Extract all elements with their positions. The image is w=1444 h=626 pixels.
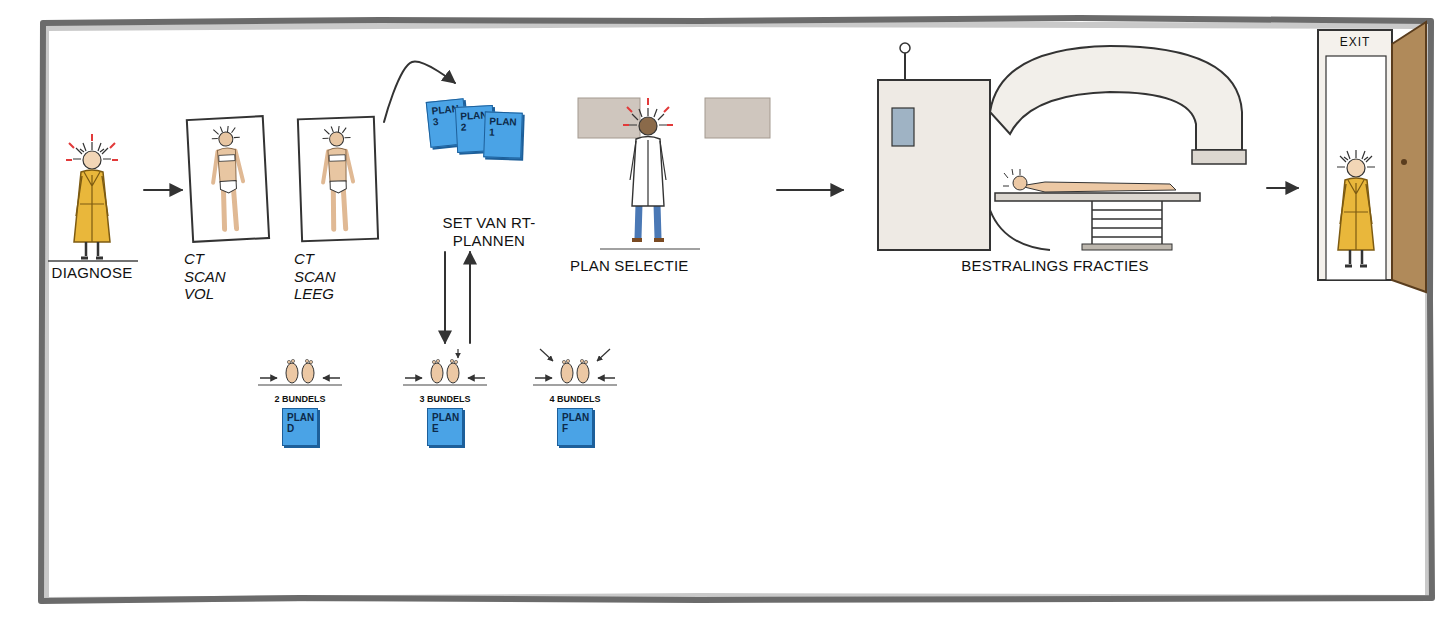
- plan-selection-figure-part: [629, 108, 667, 240]
- plan-selection-step: PLAN SELECTIE: [560, 80, 775, 275]
- treatment-machine-part: [1013, 176, 1027, 190]
- hand-drawn-frame-part: [41, 18, 1432, 601]
- beam-setup-3-part: [457, 349, 458, 358]
- ct-scan-full-part: [187, 116, 269, 242]
- plan-booklet: PLAN F: [557, 408, 593, 446]
- ct-scan-empty: [298, 117, 378, 242]
- plan-booklet: PLAN D: [282, 408, 318, 446]
- patient-step: DIAGNOSE: [42, 140, 142, 282]
- beam-plan: 4 BUNDELS PLAN F: [530, 345, 620, 455]
- exit-door-part: [1337, 150, 1375, 266]
- ct-scan-step: CT SCAN LEEG: [294, 112, 382, 302]
- beam-setup-3-part: [403, 384, 487, 385]
- step-label: BESTRALINGS FRACTIES: [961, 257, 1148, 275]
- beam-plan: 3 BUNDELS PLAN E: [400, 345, 490, 455]
- beam-setup-4: [533, 349, 617, 385]
- treatment-machine-part: [1082, 244, 1172, 250]
- hand-drawn-frame-part: [46, 24, 1428, 600]
- beam-setup-3-part: [431, 359, 459, 383]
- flow-arrow: [469, 252, 471, 343]
- patient-figure-part: [48, 260, 138, 262]
- exit-door-part: [1326, 56, 1386, 280]
- beam-setup-2-part: [286, 359, 314, 383]
- beam-setup-4-part: [598, 377, 615, 379]
- treatment-machine-part: [1003, 169, 1020, 186]
- step-label: DIAGNOSE: [52, 264, 133, 282]
- beam-setup-3: [403, 349, 487, 385]
- step-label: PLAN SELECTIE: [570, 257, 688, 275]
- treatment-machine-part: [904, 52, 906, 80]
- beam-setup-4-part: [561, 359, 589, 383]
- treatment-machine-part: [1020, 182, 1176, 192]
- beam-setup-2: [258, 359, 342, 385]
- step-label: 4 BUNDELS: [549, 395, 600, 405]
- ct-scan-full-part: [210, 125, 245, 229]
- connectors: [144, 62, 1298, 343]
- beam-setup-2-part: [323, 377, 340, 379]
- beam-setup-4-part: [533, 384, 617, 385]
- treatment-machine-part: [1092, 201, 1162, 245]
- step-label: 2 BUNDELS: [274, 395, 325, 405]
- exit-door: [1318, 22, 1426, 292]
- beam-setup-3-part: [468, 377, 485, 379]
- exit-door-part: [1401, 159, 1407, 165]
- step-label: EXIT: [1340, 36, 1371, 49]
- beam-setup-2-part: [258, 384, 342, 385]
- treatment-machine-part: [995, 193, 1200, 201]
- flow-arrow: [777, 189, 843, 191]
- step-label: CT SCAN LEEG: [294, 250, 344, 302]
- beam-setup-3-part: [405, 377, 422, 379]
- treatment-machine-part: [1192, 150, 1246, 164]
- treatment-machine-part: [878, 80, 990, 250]
- patient-figure-part: [66, 134, 118, 160]
- exit-door-part: [1318, 30, 1392, 280]
- ct-scan-empty-part: [298, 117, 378, 242]
- treatment-machine-part: [990, 46, 1242, 150]
- ct-scan-empty-part: [321, 126, 355, 230]
- patient-figure-part: [73, 142, 111, 258]
- exit-step: EXIT: [1300, 30, 1410, 275]
- flow-arrow: [144, 189, 182, 191]
- treatment-machine: [878, 43, 1246, 250]
- hand-drawn-frame: [41, 18, 1432, 601]
- plan-booklet: PLAN 1: [483, 111, 523, 158]
- beam-setup-4-part: [540, 349, 553, 361]
- step-label: 3 BUNDELS: [419, 395, 470, 405]
- ct-scan-step: CT SCAN VOL: [184, 112, 272, 302]
- plan-selection-figure-part: [600, 248, 700, 249]
- plan-booklet: PLAN E: [427, 408, 463, 446]
- treatment-machine-part: [900, 43, 910, 53]
- treatment-step: BESTRALINGS FRACTIES: [845, 35, 1265, 275]
- flow-arrow: [1267, 187, 1298, 189]
- plan-selection-figure-part: [578, 98, 640, 138]
- patient-figure: [48, 134, 138, 261]
- beam-plan: 2 BUNDELS PLAN D: [255, 345, 345, 455]
- beam-setup-4-part: [535, 377, 552, 379]
- treatment-machine-part: [990, 210, 1050, 250]
- beam-setup-2-part: [260, 377, 277, 379]
- treatment-machine-part: [892, 108, 914, 146]
- plan-selection-figure-part: [705, 98, 770, 138]
- ct-scan-full: [187, 116, 269, 242]
- beam-setup-4-part: [597, 349, 610, 361]
- step-label: SET VAN RT-PLANNEN: [415, 214, 563, 250]
- plan-selection-figure: [578, 98, 770, 249]
- exit-door-part: [1392, 22, 1426, 292]
- step-label: CT SCAN VOL: [184, 250, 234, 302]
- plan-selection-figure-part: [623, 98, 673, 125]
- flow-arrow: [444, 252, 446, 343]
